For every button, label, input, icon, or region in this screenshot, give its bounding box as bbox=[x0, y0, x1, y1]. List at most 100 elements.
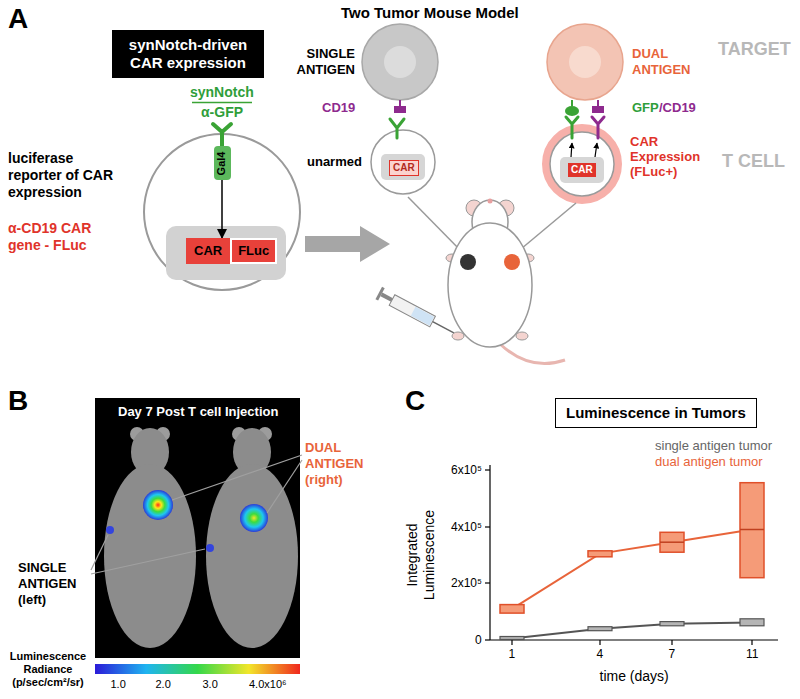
armed-t-cell bbox=[550, 132, 614, 196]
label-text: DUAL ANTIGEN (right) bbox=[305, 440, 375, 488]
single-antigen-series bbox=[660, 622, 684, 626]
label-text: synNotch bbox=[190, 84, 254, 101]
imaged-mouse bbox=[206, 464, 298, 648]
label-text: α-CD19 CAR gene - FLuc bbox=[8, 220, 122, 254]
leader-line bbox=[172, 455, 302, 500]
dual-antigen-series bbox=[500, 483, 764, 613]
luminescence-signal bbox=[240, 504, 268, 532]
armed-t-cell bbox=[546, 128, 618, 200]
imaged-mouse bbox=[104, 464, 196, 648]
single-antigen-series bbox=[588, 627, 612, 631]
dual-antigen-target-cell bbox=[547, 24, 623, 116]
plot-axes bbox=[485, 639, 490, 640]
scale-tick: 4.0x10⁶ bbox=[249, 678, 287, 691]
panel-letter: C bbox=[405, 384, 425, 418]
axis-tick: 1 bbox=[509, 647, 516, 661]
dual-antigen-series bbox=[740, 483, 764, 578]
leader-line bbox=[91, 549, 205, 574]
synnotch-receptor bbox=[213, 124, 231, 148]
single-antigen-series bbox=[740, 619, 764, 626]
scale-tick: 3.0 bbox=[203, 678, 218, 691]
mouse-drawing bbox=[448, 223, 532, 347]
axis-tick: 2x10⁵ bbox=[451, 576, 482, 590]
imaged-mouse bbox=[104, 427, 196, 648]
unarmed-t-cell bbox=[381, 154, 425, 180]
single-antigen-target-cell bbox=[362, 24, 438, 100]
mouse-drawing bbox=[446, 199, 565, 364]
scale-tick: 2.0 bbox=[156, 678, 171, 691]
node-text: Gal4 bbox=[215, 151, 228, 175]
leader-line bbox=[267, 460, 302, 513]
dual-antigen-target-cell bbox=[571, 100, 573, 106]
plot-axes bbox=[511, 640, 512, 645]
dual-antigen-target-cell bbox=[565, 106, 579, 116]
axis-title: Integrated Luminescence bbox=[404, 500, 438, 610]
axis-tick: 6x10⁵ bbox=[451, 463, 482, 477]
node-text: CAR bbox=[186, 238, 230, 264]
synnotch-receptor bbox=[213, 124, 231, 148]
panel-title-box: Luminescence in Tumors bbox=[555, 398, 757, 428]
dual-antigen-series bbox=[512, 530, 752, 609]
single-antigen-target-cell bbox=[362, 24, 438, 113]
node-text: FLuc bbox=[230, 238, 277, 264]
armed-t-cell bbox=[592, 117, 604, 138]
single-antigen-series bbox=[512, 622, 752, 638]
mouse-drawing bbox=[460, 254, 476, 270]
plot-axes bbox=[489, 465, 490, 640]
car-fluc-gene: CARFLuc bbox=[186, 238, 277, 264]
unarmed-t-cell bbox=[371, 130, 435, 194]
dual-antigen-series bbox=[500, 605, 524, 614]
connector-arrow bbox=[221, 180, 223, 238]
leader-line bbox=[408, 197, 464, 254]
mouse-drawing bbox=[516, 332, 528, 340]
single-antigen-target-cell bbox=[399, 100, 401, 106]
panel-letter: B bbox=[8, 384, 28, 418]
luminescence-signal bbox=[206, 544, 214, 552]
legend-text: dual antigen tumor bbox=[655, 454, 763, 469]
label-text: SINGLE ANTIGEN bbox=[275, 46, 355, 78]
armed-t-cell bbox=[546, 117, 618, 200]
legend: single antigen tumordual antigen tumor bbox=[655, 438, 772, 470]
legend-text: single antigen tumor bbox=[655, 438, 772, 453]
plot-axes bbox=[671, 640, 672, 645]
car-gene: CAR bbox=[389, 160, 419, 176]
dual-antigen-target-cell bbox=[569, 46, 601, 78]
luminescence-signal bbox=[106, 526, 114, 534]
engineered-t-cell bbox=[144, 134, 300, 290]
plot-axes bbox=[599, 640, 600, 645]
syringe bbox=[411, 307, 434, 326]
legend-entry: single antigen tumor bbox=[655, 438, 772, 454]
leader-line bbox=[91, 535, 108, 570]
axis-tick: 4 bbox=[597, 647, 604, 661]
dual-antigen-target-cell bbox=[597, 100, 599, 106]
node-text: CAR bbox=[393, 162, 415, 174]
unarmed-t-cell bbox=[390, 119, 404, 138]
gal4-domain: Gal4 bbox=[214, 146, 231, 180]
armed-t-cell bbox=[566, 117, 578, 138]
label-text: SINGLE ANTIGEN (left) bbox=[18, 560, 88, 608]
armed-t-cell bbox=[560, 157, 604, 183]
luminescence-signal bbox=[143, 490, 173, 520]
dual-antigen-series bbox=[588, 551, 612, 557]
row-label: TARGET bbox=[718, 38, 791, 60]
plot-axes bbox=[485, 465, 778, 645]
dual-antigen-target-cell bbox=[547, 24, 623, 100]
scale-title: Luminescence Radiance (p/sec/cm²/sr) bbox=[3, 650, 93, 689]
plot-axes bbox=[485, 526, 490, 527]
armed-t-cell bbox=[571, 143, 572, 157]
mouse-drawing bbox=[504, 254, 520, 270]
node-text: Luminescence in Tumors bbox=[566, 404, 746, 422]
label-text: CAR Expression (FLuc+) bbox=[630, 134, 714, 179]
color-scale-bar bbox=[95, 664, 300, 674]
engineered-t-cell bbox=[144, 134, 300, 290]
plot-axes bbox=[490, 639, 778, 640]
mouse-drawing bbox=[452, 332, 464, 340]
imaging-photo bbox=[95, 398, 300, 658]
photo-title: Day 7 Post T cell Injection bbox=[118, 404, 278, 420]
unarmed-t-cell bbox=[371, 119, 435, 194]
dual-antigen-series bbox=[660, 541, 684, 543]
plot-axes bbox=[485, 469, 490, 470]
car-gene: CAR bbox=[568, 163, 596, 177]
legend-entry: dual antigen tumor bbox=[655, 454, 772, 470]
engineered-t-cell bbox=[166, 226, 286, 280]
